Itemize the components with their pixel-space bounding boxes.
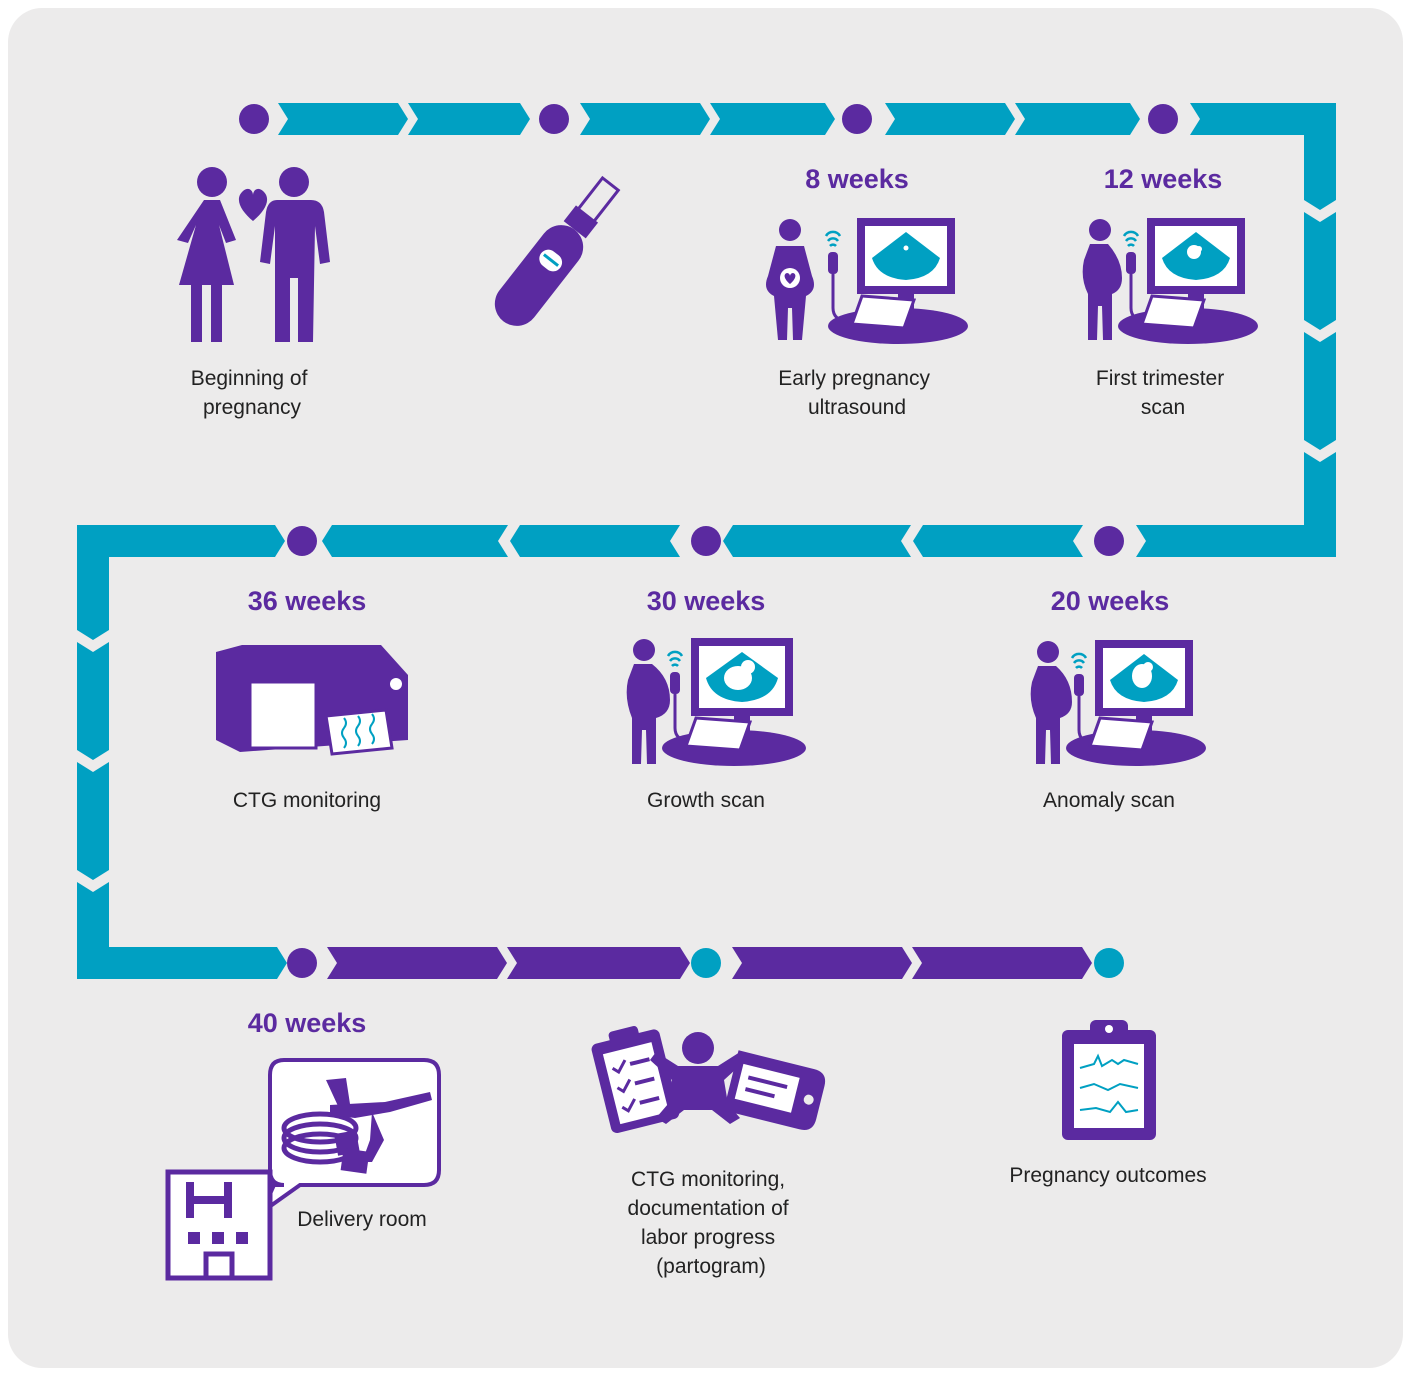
weeks-label-m8: 40 weeks — [248, 1008, 367, 1038]
milestone-label-m1: Beginning of pregnancy — [191, 367, 314, 419]
weeks-label-m3: 8 weeks — [805, 164, 909, 194]
week-headings: 8 weeks 12 weeks 20 weeks 30 weeks 36 we… — [248, 164, 1223, 1038]
weeks-label-m7: 36 weeks — [248, 586, 367, 616]
milestone-label-m6: Growth scan — [647, 789, 765, 812]
weeks-label-m5: 20 weeks — [1051, 586, 1170, 616]
ultrasound-anomaly-icon — [1030, 640, 1206, 766]
ultrasound-early-icon — [766, 218, 968, 344]
marker-8 — [287, 948, 317, 978]
milestone-label-m9: CTG monitoring, documentation of labor p… — [628, 1168, 795, 1278]
marker-1 — [239, 104, 269, 134]
marker-5 — [1094, 526, 1124, 556]
labor-documentation-icon — [591, 1026, 826, 1134]
couple-heart-icon — [177, 167, 330, 342]
milestone-label-m4: First trimester scan — [1096, 367, 1230, 419]
ultrasound-growth-icon — [626, 638, 806, 766]
hospital-delivery-room-icon — [165, 1058, 441, 1281]
milestone-label-m7: CTG monitoring — [233, 789, 381, 812]
marker-4 — [1148, 104, 1178, 134]
weeks-label-m4: 12 weeks — [1104, 164, 1223, 194]
marker-3 — [842, 104, 872, 134]
ctg-monitor-icon — [216, 645, 408, 756]
marker-6 — [691, 526, 721, 556]
milestone-label-m5: Anomaly scan — [1043, 789, 1175, 812]
timeline-markers — [239, 104, 1178, 978]
milestone-label-m8: Delivery room — [297, 1208, 427, 1231]
timeline-track — [77, 103, 1336, 979]
milestone-label-m3: Early pregnancy ultrasound — [778, 367, 936, 419]
ultrasound-first-trimester-icon — [1082, 218, 1258, 344]
marker-7 — [287, 526, 317, 556]
marker-2 — [539, 104, 569, 134]
milestone-labels: Beginning of pregnancy Early pregnancy u… — [191, 367, 1230, 1278]
outcomes-clipboard-icon — [1062, 1020, 1156, 1140]
weeks-label-m6: 30 weeks — [647, 586, 766, 616]
marker-10 — [1094, 948, 1124, 978]
milestone-label-m10: Pregnancy outcomes — [1009, 1164, 1206, 1187]
pregnancy-test-icon — [494, 175, 621, 326]
marker-9 — [691, 948, 721, 978]
